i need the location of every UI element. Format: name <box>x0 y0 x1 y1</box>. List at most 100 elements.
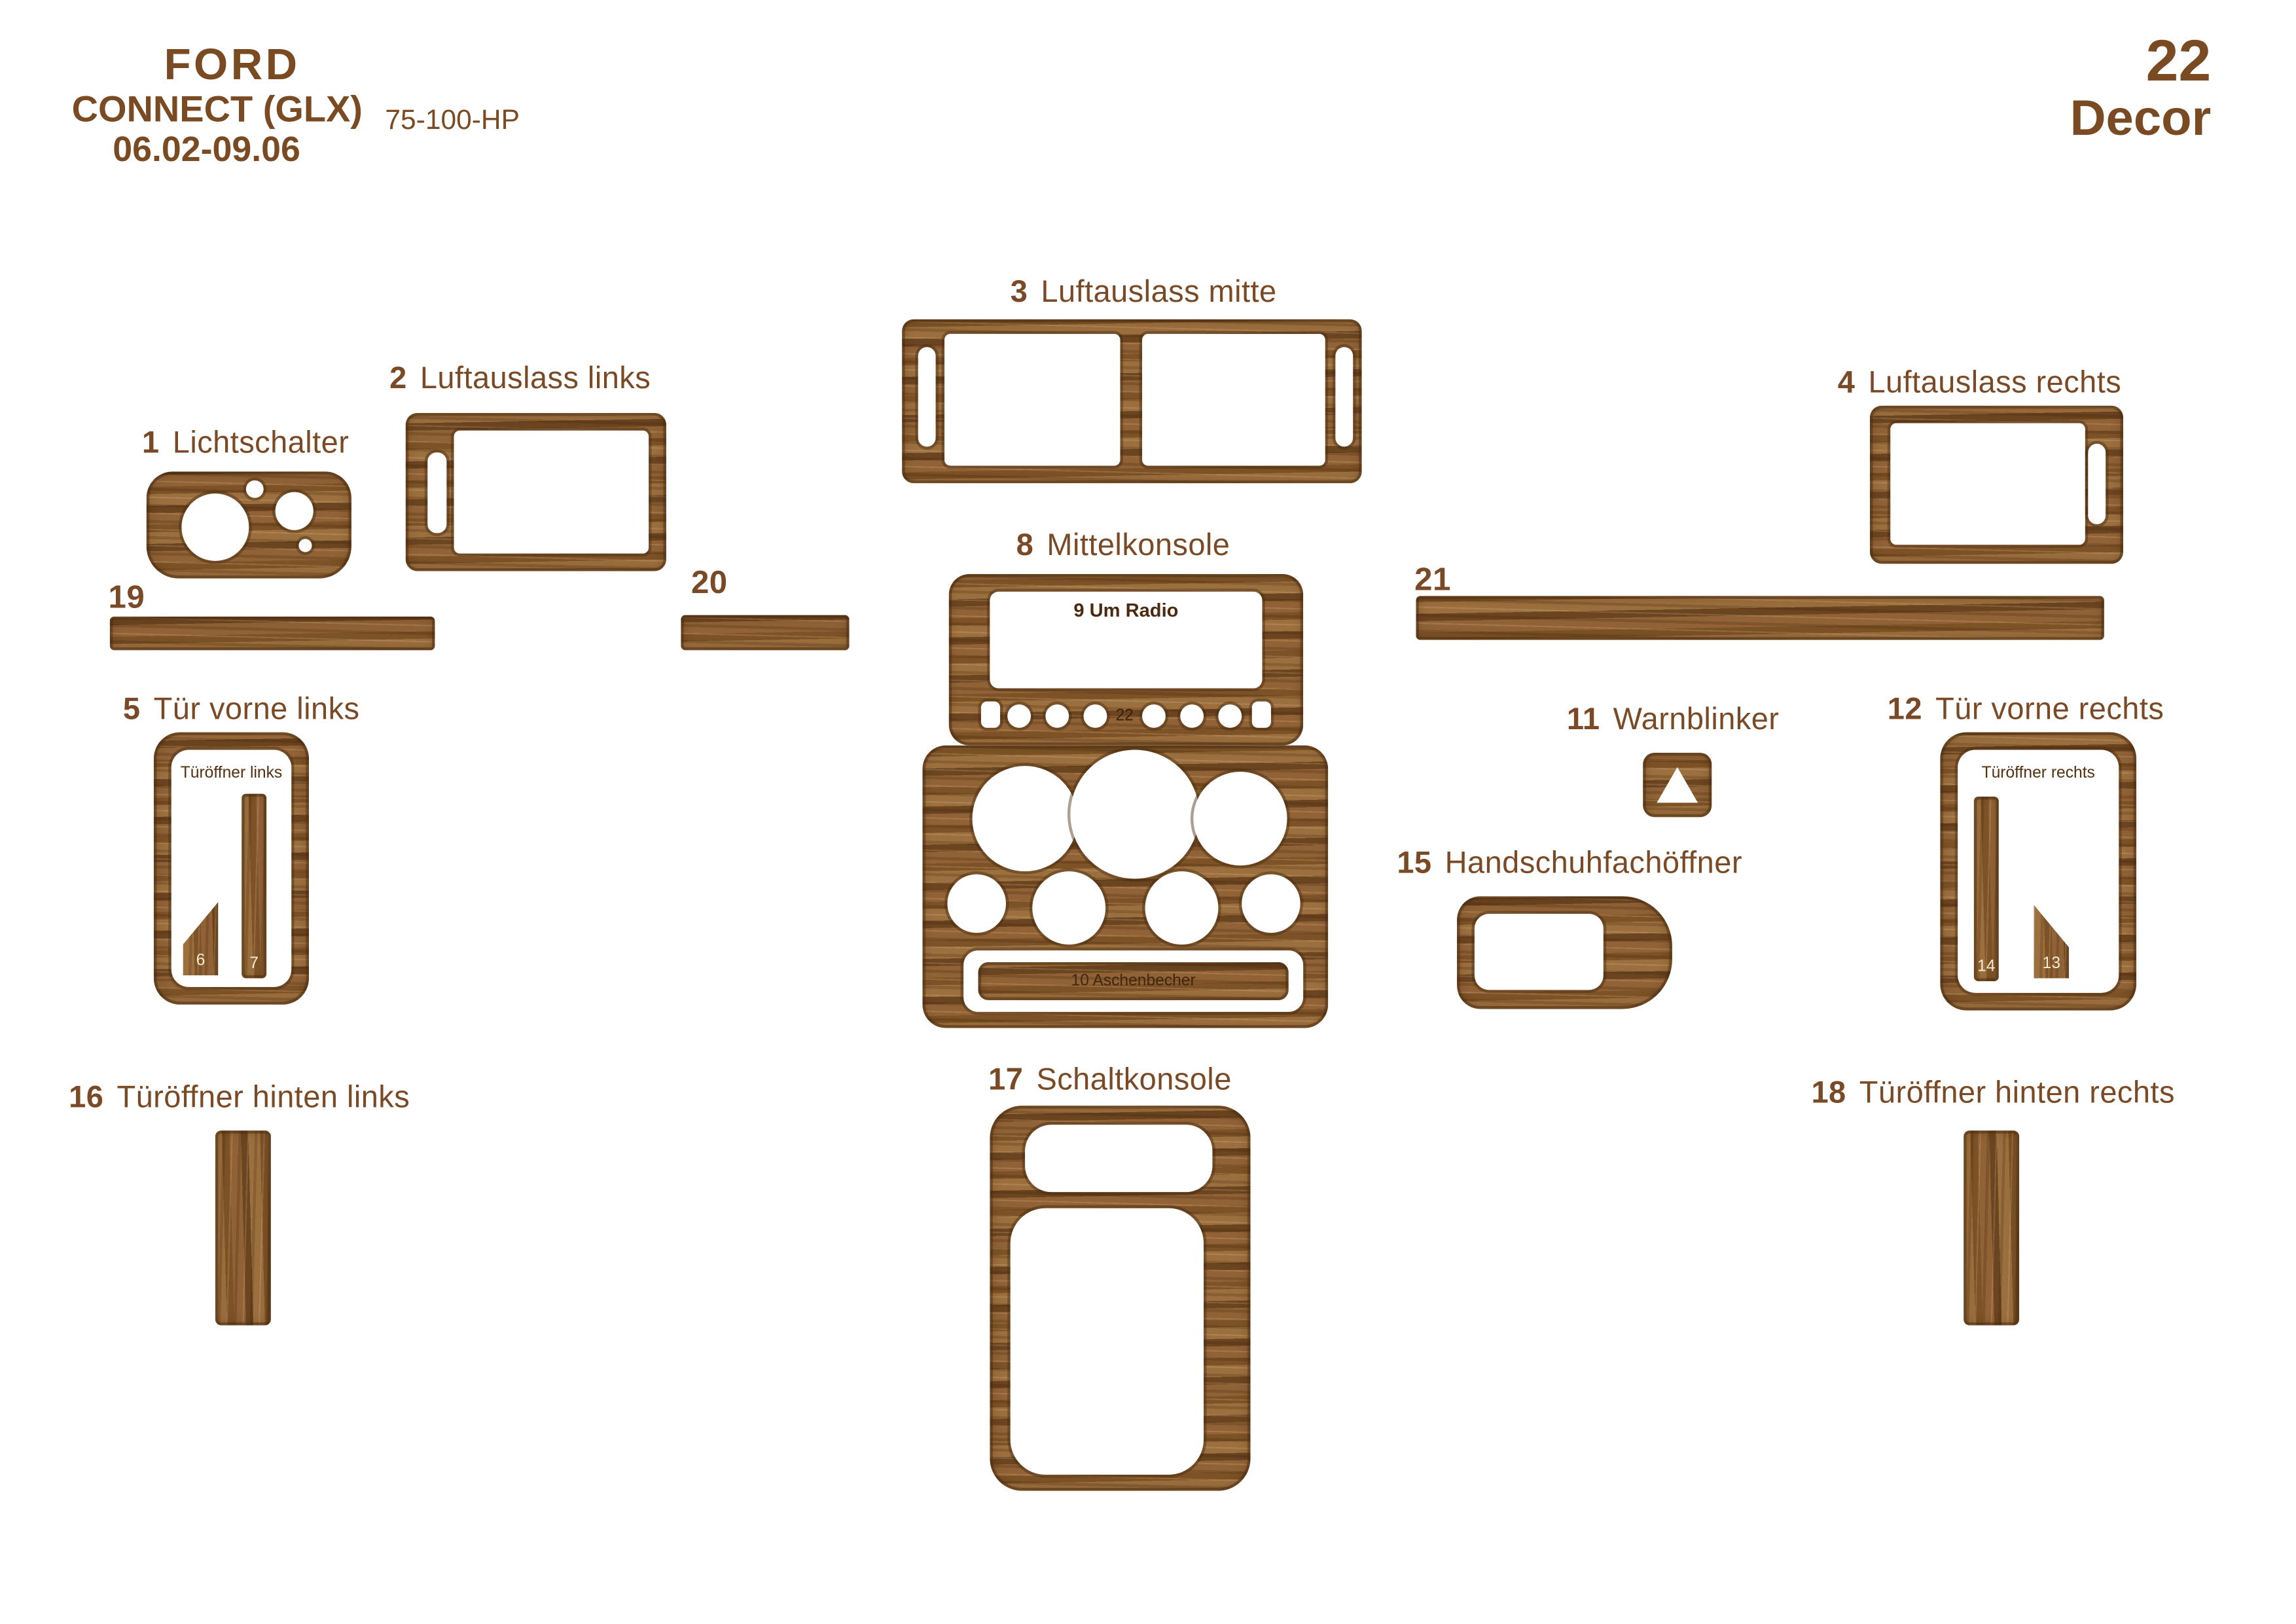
part-15-handschuhfachoeffner <box>1457 896 1672 1009</box>
label-part-15: 15 Handschuhfachöffner <box>1397 846 1742 882</box>
label-part-19: 19 <box>108 578 145 615</box>
part-5-door-label: Türöffner links <box>180 764 283 782</box>
label-part-16-name: Türöffner hinten links <box>117 1081 410 1115</box>
part-3-luftauslass-mitte <box>902 319 1362 484</box>
part-6-number: 6 <box>196 952 206 970</box>
label-part-15-num: 15 <box>1397 846 1432 880</box>
part-2-luftauslass-links <box>405 412 666 571</box>
label-part-11-num: 11 <box>1566 702 1600 737</box>
part-17-main-window <box>1010 1208 1204 1475</box>
part-12-door-label: Türöffner rechts <box>1981 764 2095 782</box>
part-1-hole-small <box>245 480 264 498</box>
label-part-4-num: 4 <box>1837 366 1856 400</box>
console-hole-small-1 <box>947 874 1006 933</box>
part-11-triangle-cutout <box>1657 767 1698 803</box>
label-part-5: 5 Tür vorne links <box>123 693 360 728</box>
part-1-hole-dot <box>298 539 312 552</box>
label-part-12-num: 12 <box>1887 693 1922 727</box>
label-part-18-name: Türöffner hinten rechts <box>1859 1076 2175 1110</box>
header-years: 06.02-09.06 <box>113 130 300 170</box>
label-part-4: 4 Luftauslass rechts <box>1838 366 2121 401</box>
part-10-label: 10 Aschenbecher <box>1071 972 1196 990</box>
console-hole-small-4 <box>1242 874 1300 933</box>
radio-button-hole <box>1083 704 1107 728</box>
label-part-2-name: Luftauslass links <box>420 361 651 396</box>
label-part-8-num: 8 <box>1016 528 1034 563</box>
header-decor-word: Decor <box>2070 90 2212 147</box>
label-part-3-name: Luftauslass mitte <box>1041 275 1277 310</box>
part-14-number: 14 <box>1977 958 1996 976</box>
part-2-slot <box>427 452 447 533</box>
radio-button-hole <box>1180 704 1204 728</box>
header-model: CONNECT (GLX) <box>71 89 363 131</box>
part-15-window <box>1474 914 1604 990</box>
radio-button-hole <box>1218 704 1242 728</box>
part-2-window <box>454 430 649 554</box>
label-part-8-name: Mittelkonsole <box>1047 528 1230 563</box>
label-part-12: 12 Tür vorne rechts <box>1888 693 2164 728</box>
label-part-1-num: 1 <box>142 426 160 460</box>
part-5-tuer-vorne-links: Türöffner links 7 6 <box>153 732 310 1005</box>
label-part-15-name: Handschuhfachöffner <box>1444 846 1742 880</box>
part-3-window-right <box>1142 334 1325 466</box>
part-1-hole-medium <box>275 492 314 530</box>
label-part-3: 3 Luftauslass mitte <box>1011 276 1277 311</box>
part-17-top-window <box>1025 1125 1213 1193</box>
label-part-16-num: 16 <box>69 1081 104 1115</box>
console-hole-small-3 <box>1145 871 1219 945</box>
label-part-12-name: Tür vorne rechts <box>1935 693 2164 727</box>
label-part-5-num: 5 <box>122 693 141 727</box>
part-17-schaltkonsole <box>990 1106 1251 1491</box>
part-4-luftauslass-rechts <box>1869 405 2123 564</box>
label-part-18-num: 18 <box>1811 1076 1846 1110</box>
radio-slot-right <box>1251 701 1271 728</box>
part-1-hole-large <box>181 493 249 561</box>
part-21-strip <box>1416 596 2104 640</box>
part-9-radio-window <box>990 591 1263 689</box>
part-7-number: 7 <box>249 954 259 973</box>
part-3-window-left <box>944 334 1121 466</box>
part-18-tueroeffner-hinten-rechts <box>1964 1130 2020 1326</box>
label-part-8: 8 Mittelkonsole <box>1016 529 1230 564</box>
part-7-strip: 7 <box>242 793 267 979</box>
part-14-strip: 14 <box>1973 797 1999 981</box>
header-brand: FORD <box>164 41 300 90</box>
header-decor-count: 22 <box>2145 29 2212 94</box>
label-part-3-num: 3 <box>1010 275 1028 310</box>
radio-button-hole <box>1142 704 1166 728</box>
radio-button-hole <box>1007 704 1031 728</box>
console-hole-large-center <box>1070 749 1200 879</box>
part-10-aschenbecher-bar: 10 Aschenbecher <box>978 962 1289 1001</box>
part-1-lichtschalter <box>146 471 351 579</box>
label-part-4-name: Luftauslass rechts <box>1868 366 2122 400</box>
part-9-radio-label: 9 Um Radio <box>1073 599 1179 621</box>
label-part-21: 21 <box>1414 560 1451 598</box>
part-22-number: 22 <box>1115 707 1134 725</box>
label-part-17-num: 17 <box>988 1063 1024 1097</box>
part-16-tueroeffner-hinten-links <box>215 1130 271 1326</box>
label-part-11: 11 Warnblinker <box>1567 703 1780 738</box>
console-hole-large-right <box>1193 772 1287 866</box>
part-3-slot-right <box>1335 347 1354 447</box>
part-11-warnblinker <box>1643 752 1712 818</box>
label-part-1-name: Lichtschalter <box>172 426 350 460</box>
label-part-2: 2 Luftauslass links <box>389 362 651 397</box>
part-8-mittelkonsole: 9 Um Radio 22 10 Aschenbecher <box>922 573 1329 1028</box>
part-8-lower-console: 10 Aschenbecher <box>922 745 1329 1028</box>
console-hole-large-left <box>972 766 1078 872</box>
label-part-1: 1 Lichtschalter <box>142 426 349 461</box>
label-part-16: 16 Türöffner hinten links <box>69 1081 410 1116</box>
label-part-2-num: 2 <box>389 361 407 396</box>
label-part-5-name: Tür vorne links <box>153 693 360 727</box>
part-20-strip <box>681 615 850 651</box>
radio-slot-left <box>980 701 1001 728</box>
label-part-18: 18 Türöffner hinten rechts <box>1811 1076 2174 1111</box>
header-engine: 75-100-HP <box>385 105 520 137</box>
console-hole-small-2 <box>1032 871 1106 945</box>
label-part-11-name: Warnblinker <box>1613 702 1780 737</box>
part-13-number: 13 <box>2042 954 2061 973</box>
part-12-tuer-vorne-rechts: Türöffner rechts 14 13 <box>1940 732 2137 1011</box>
